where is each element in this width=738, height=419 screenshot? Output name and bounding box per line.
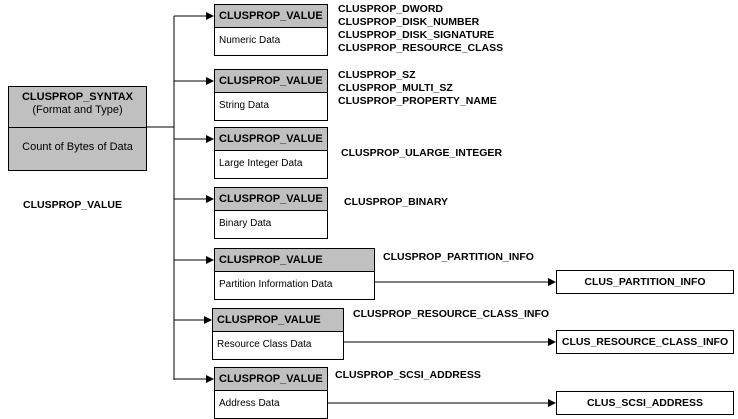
type-label: CLUSPROP_SZ [338, 69, 416, 81]
value-box-header: CLUSPROP_VALUE [215, 128, 327, 151]
value-box-header: CLUSPROP_VALUE [215, 368, 327, 391]
address-data-box: CLUSPROP_VALUE Address Data [214, 367, 328, 419]
clusprop-syntax-subtitle: (Format and Type) [32, 104, 123, 116]
type-label: CLUSPROP_DWORD [338, 3, 444, 15]
binary-data-box: CLUSPROP_VALUE Binary Data [214, 187, 328, 239]
value-box-header: CLUSPROP_VALUE [215, 249, 374, 272]
value-box-header: CLUSPROP_VALUE [215, 188, 327, 211]
resource-class-data-box: CLUSPROP_VALUE Resource Class Data [212, 308, 344, 360]
value-box-header: CLUSPROP_VALUE [213, 309, 343, 332]
value-box-body: Address Data [219, 398, 280, 409]
type-label: CLUSPROP_RESOURCE_CLASS_INFO [353, 308, 550, 320]
type-label: CLUSPROP_ULARGE_INTEGER [341, 147, 503, 159]
clusprop-value-caption: CLUSPROP_VALUE [23, 199, 122, 211]
value-box-body: String Data [219, 100, 270, 111]
type-label: CLUSPROP_PARTITION_INFO [383, 251, 534, 263]
value-box-body: Resource Class Data [217, 339, 312, 350]
value-box-header: CLUSPROP_VALUE [215, 70, 327, 93]
value-box-body: Binary Data [219, 218, 272, 229]
value-box-body: Numeric Data [219, 35, 281, 46]
clusprop-syntax-body: Count of Bytes of Data [22, 141, 133, 153]
type-label: CLUSPROP_PROPERTY_NAME [338, 95, 497, 107]
clusprop-syntax-title: CLUSPROP_SYNTAX [21, 91, 134, 103]
value-box-body: Partition Information Data [219, 279, 333, 290]
partition-information-data-box: CLUSPROP_VALUE Partition Information Dat… [214, 248, 375, 300]
type-label: CLUSPROP_SCSI_ADDRESS [335, 369, 481, 381]
clusprop-syntax-box: CLUSPROP_SYNTAX (Format and Type) Count … [8, 86, 147, 171]
type-label: CLUSPROP_DISK_SIGNATURE [338, 29, 495, 41]
type-label: CLUSPROP_MULTI_SZ [338, 82, 453, 94]
value-box-body: Large Integer Data [219, 158, 303, 169]
string-data-box: CLUSPROP_VALUE String Data [214, 69, 328, 121]
type-label: CLUSPROP_BINARY [344, 196, 449, 208]
type-label: CLUSPROP_DISK_NUMBER [338, 16, 480, 28]
value-box-header: CLUSPROP_VALUE [215, 5, 327, 28]
clusprop-syntax-header: CLUSPROP_SYNTAX (Format and Type) [9, 87, 146, 128]
large-integer-data-box: CLUSPROP_VALUE Large Integer Data [214, 127, 328, 179]
clus-scsi-address-box: CLUS_SCSI_ADDRESS [556, 391, 734, 415]
numeric-data-box: CLUSPROP_VALUE Numeric Data [214, 4, 328, 56]
clus-resource-class-info-box: CLUS_RESOURCE_CLASS_INFO [556, 330, 734, 354]
clus-partition-info-box: CLUS_PARTITION_INFO [556, 270, 734, 294]
type-label: CLUSPROP_RESOURCE_CLASS [338, 42, 504, 54]
